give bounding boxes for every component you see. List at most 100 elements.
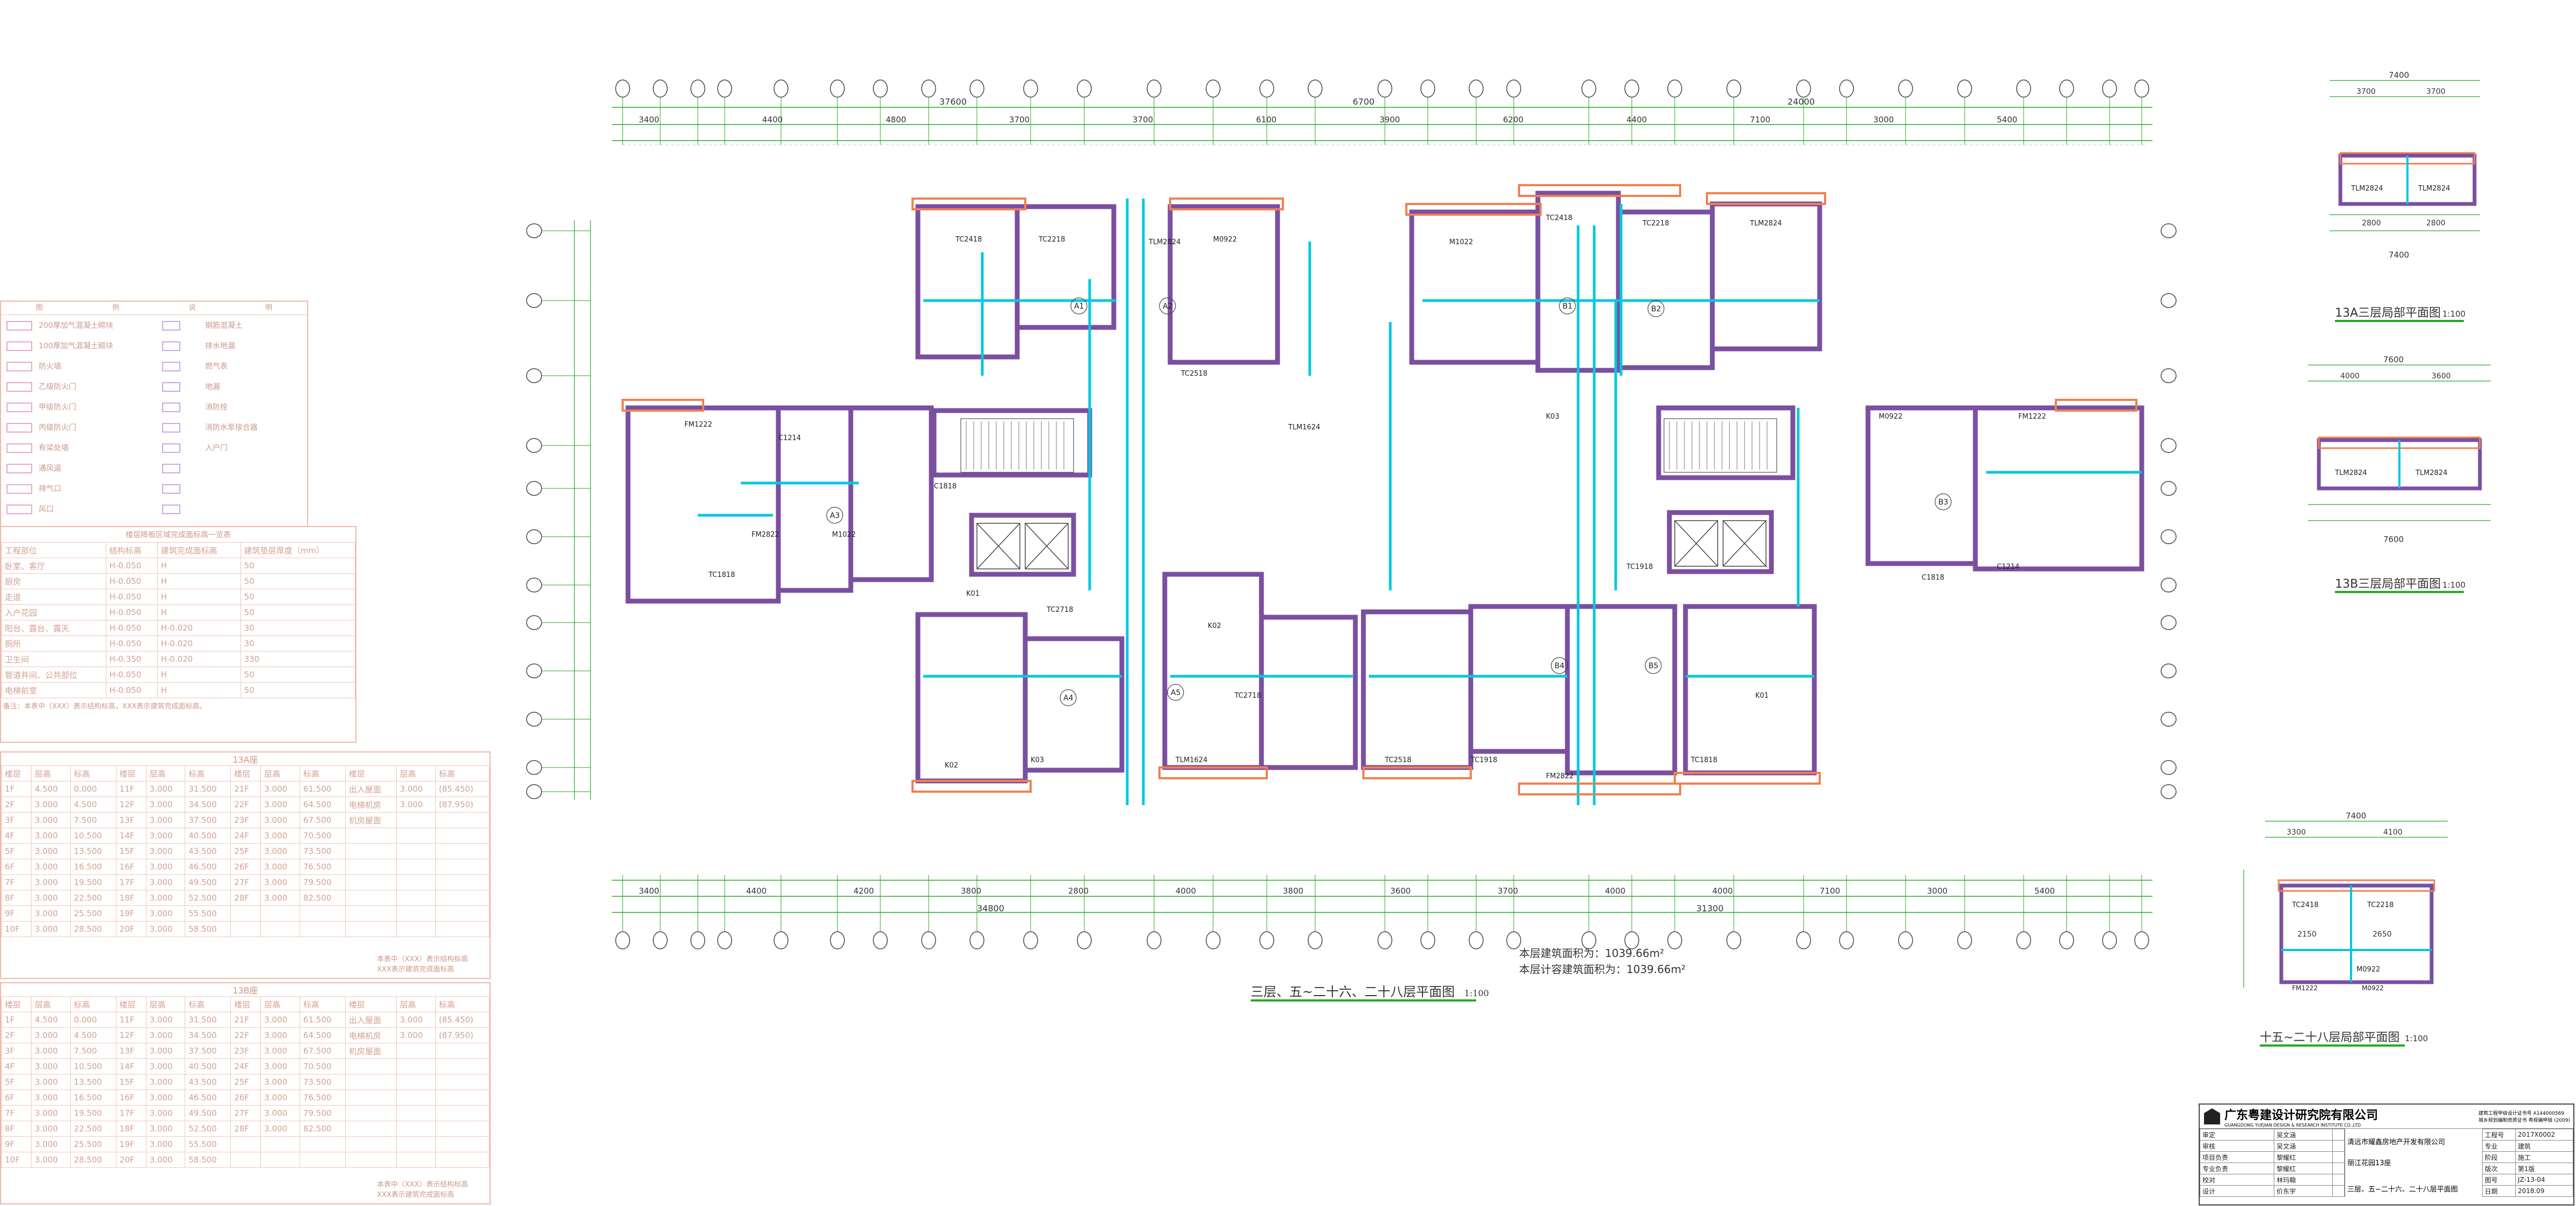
axis-bubble-left xyxy=(526,481,542,496)
table-cell xyxy=(396,812,436,828)
table-cell: H xyxy=(157,667,241,683)
axis-bubble-right xyxy=(2161,784,2177,799)
unit-marker-label: B2 xyxy=(1651,305,1661,313)
room-label: TC2718 xyxy=(1234,692,1261,700)
table-cell xyxy=(435,1090,490,1106)
table-header-cell: 楼层 xyxy=(230,765,261,781)
detail-15-dim-4: 2650 xyxy=(2373,930,2392,939)
axis-bubble-right xyxy=(2161,223,2177,238)
table-cell: 3.000 xyxy=(31,1090,71,1106)
unit-marker-circle xyxy=(1070,297,1088,315)
table-cell: 机房屋面 xyxy=(345,1043,397,1059)
table-cell: 1F xyxy=(1,1012,32,1028)
table-header-cell: 楼层 xyxy=(345,765,397,781)
table-cell: 3.000 xyxy=(31,1074,71,1090)
table-cell: H-0.050 xyxy=(105,682,158,698)
table-cell: 18F xyxy=(115,1121,147,1137)
room-label: TC1918 xyxy=(1626,563,1653,571)
table-cell: 机房屋面 xyxy=(345,812,397,828)
legend-symbol xyxy=(162,484,180,494)
table-cell: 52.500 xyxy=(185,1121,231,1137)
detail-13a-dim-2: 3700 xyxy=(2426,87,2446,96)
table-cell: 4.500 xyxy=(70,796,116,813)
room-label: K02 xyxy=(1208,622,1221,630)
table-cell: 3.000 xyxy=(260,843,300,859)
detail-15-title: 十五~二十八层局部平面图 xyxy=(2260,1031,2399,1044)
axis-bubble-right xyxy=(2161,293,2177,308)
main-plan-title: 三层、五~二十六、二十八层平面图 1:100 xyxy=(1251,981,1489,1000)
table-header-cell: 工程部位 xyxy=(1,542,106,558)
table-cell: 3.000 xyxy=(260,890,300,906)
table-cell xyxy=(435,921,490,937)
finish-table-note: 备注：本表中（XXX）表示结构标高，XXX表示建筑完成面标高。 xyxy=(3,703,207,711)
table-cell: 3.000 xyxy=(260,1121,300,1137)
table-cell: 46.500 xyxy=(185,859,231,875)
axis-bubble-top xyxy=(615,79,630,98)
table-header-cell: 楼层 xyxy=(1,765,32,781)
axis-bubbles-left xyxy=(526,220,591,800)
table-cell: 3.000 xyxy=(145,1136,186,1152)
room-label: FM1222 xyxy=(2018,413,2046,421)
room-label: K02 xyxy=(945,762,958,770)
table-cell: 3.000 xyxy=(396,781,436,797)
dim-label-bottom: 3800 xyxy=(1283,886,1303,896)
axis-bubble-top xyxy=(773,79,789,98)
axis-bubble-top xyxy=(1506,79,1521,98)
table-cell: 26F xyxy=(230,1090,261,1106)
table-cell: 43.500 xyxy=(185,1074,231,1090)
table-cell: 3.000 xyxy=(145,1012,186,1028)
dim-label-bottom: 2800 xyxy=(1068,886,1089,896)
detail-13a-dim-3: 2800 xyxy=(2362,219,2381,228)
table-header-cell: 楼层 xyxy=(115,765,147,781)
table-cell: 3.000 xyxy=(260,1090,300,1106)
legend-label: 200厚加气混凝土砌块 xyxy=(39,321,113,330)
role-cell xyxy=(2332,1185,2345,1197)
table-cell xyxy=(345,1105,397,1121)
role-cell xyxy=(2332,1129,2345,1141)
dim-label-top: 3700 xyxy=(1133,115,1153,125)
unit-marker-circle xyxy=(826,507,843,524)
legend-label: 风口 xyxy=(39,505,54,514)
table-cell: (85.450) xyxy=(435,781,490,797)
table-cell: 3.000 xyxy=(31,812,71,828)
table-cell: 8F xyxy=(1,1121,32,1137)
axis-bubble-right xyxy=(2161,368,2177,383)
table-cell: 3.000 xyxy=(145,796,186,813)
table-cell xyxy=(230,1136,261,1152)
detail-13b-dim-total: 7600 xyxy=(2383,355,2404,364)
legend-symbol xyxy=(162,423,180,433)
table-cell: 4.500 xyxy=(31,781,71,797)
axis-bubble-bottom xyxy=(1726,931,1741,949)
legend-header-4: 明 xyxy=(265,304,273,312)
meta-cell: JZ-13-04 xyxy=(2515,1174,2574,1186)
axis-bubble-top xyxy=(921,79,936,98)
table-cell: 出入屋面 xyxy=(345,1012,397,1028)
table-cell xyxy=(230,905,261,922)
unit-marker-circle xyxy=(1559,297,1576,315)
axis-bubble-top xyxy=(830,79,845,98)
table-cell: H-0.050 xyxy=(105,604,158,620)
table-cell: 26F xyxy=(230,859,261,875)
table-cell: 25F xyxy=(230,1074,261,1090)
axis-bubble-top xyxy=(1667,79,1682,98)
table-header-cell: 标高 xyxy=(299,765,346,781)
table-header-cell: 层高 xyxy=(396,996,436,1012)
dim-label-top: 7100 xyxy=(1750,115,1770,125)
table-cell: 10F xyxy=(1,1152,32,1168)
axis-bubble-right xyxy=(2161,663,2177,678)
legend-desc: 排水地漏 xyxy=(205,342,235,350)
legend-symbol xyxy=(6,505,32,514)
dim-label-bottom: 7100 xyxy=(1820,886,1840,896)
axis-bubble-left xyxy=(526,293,542,308)
table-header-cell: 楼层 xyxy=(345,996,397,1012)
table-cell: 3.000 xyxy=(145,828,186,844)
table-cell: H xyxy=(157,589,241,605)
table-cell: 10.500 xyxy=(70,828,116,844)
